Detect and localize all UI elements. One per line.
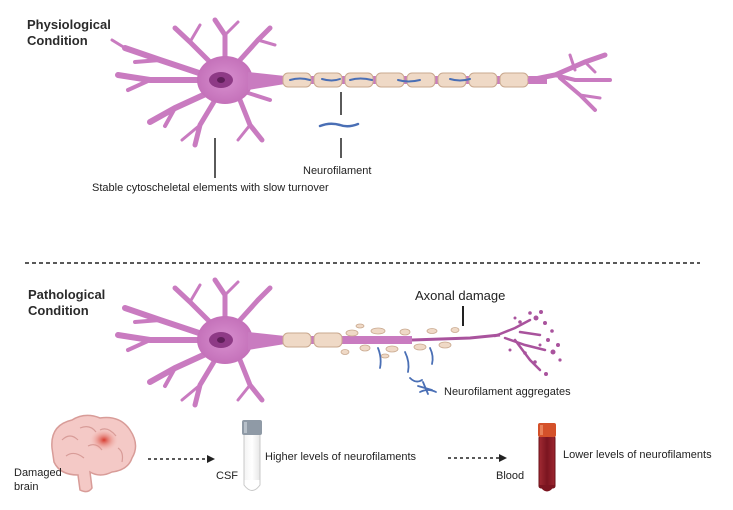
blood-tube-icon (538, 423, 556, 492)
free-neurofilament (318, 122, 360, 128)
physiological-title-line1: Physiological (27, 17, 111, 32)
aggregates-label: Neurofilament aggregates (444, 386, 571, 398)
arrow-brain-to-csf (148, 455, 215, 463)
healthy-neuron (110, 17, 612, 148)
blood-label: Blood (496, 470, 525, 482)
neurofilament-aggregates (377, 347, 437, 395)
stable-elements-label: Stable cytoscheletal elements with slow … (92, 182, 329, 194)
damaged-brain-label-line2: brain (14, 481, 39, 493)
pathological-title-line2: Condition (28, 303, 89, 318)
axonal-damage-label: Axonal damage (415, 288, 506, 303)
damaged-neuron (115, 277, 562, 408)
blood-levels-label: Lower levels of neurofilaments (563, 449, 712, 461)
damaged-brain-icon (51, 414, 137, 493)
neurofilament-label: Neurofilament (303, 165, 372, 177)
physiological-title: Physiological Condition (27, 17, 111, 49)
physiological-title-line2: Condition (27, 33, 88, 48)
myelin-sheaths (282, 72, 529, 88)
csf-label: CSF (216, 470, 238, 482)
pathological-title-line1: Pathological (28, 287, 106, 302)
pathological-title: Pathological Condition (28, 287, 105, 319)
damaged-brain-label-line1: Damaged (14, 467, 62, 479)
damaged-brain-label: Damaged brain (14, 466, 62, 494)
csf-tube-icon (242, 420, 262, 491)
csf-levels-label: Higher levels of neurofilaments (265, 451, 417, 463)
arrow-csf-to-blood (448, 454, 507, 462)
